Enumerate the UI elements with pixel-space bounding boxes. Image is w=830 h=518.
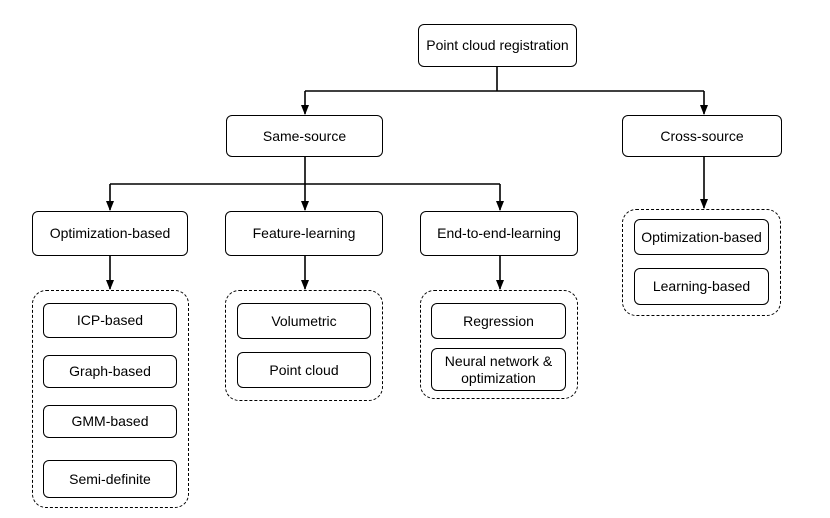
method-node-graph: Graph-based [43,355,177,388]
root-node: Point cloud registration [418,24,577,67]
cross-source-methods-group [622,209,781,316]
method-node-cross-learning: Learning-based [634,268,769,305]
optimization-based-node: Optimization-based [32,211,188,256]
method-node-regression: Regression [431,303,566,339]
method-node-semi-definite: Semi-definite [43,460,177,498]
method-node-point-cloud: Point cloud [237,352,371,388]
feature-learning-node: Feature-learning [225,211,383,256]
method-node-gmm: GMM-based [43,405,177,438]
optimization-methods-group [32,290,189,508]
method-node-neural-network: Neural network & optimization [431,348,566,391]
method-node-volumetric: Volumetric [237,303,371,339]
feature-methods-group [225,290,383,401]
cross-source-node: Cross-source [622,115,782,157]
end-to-end-methods-group [420,290,578,399]
method-node-icp: ICP-based [43,303,177,338]
same-source-node: Same-source [226,115,383,157]
method-node-cross-optimization: Optimization-based [634,219,769,255]
end-to-end-learning-node: End-to-end-learning [420,211,578,256]
